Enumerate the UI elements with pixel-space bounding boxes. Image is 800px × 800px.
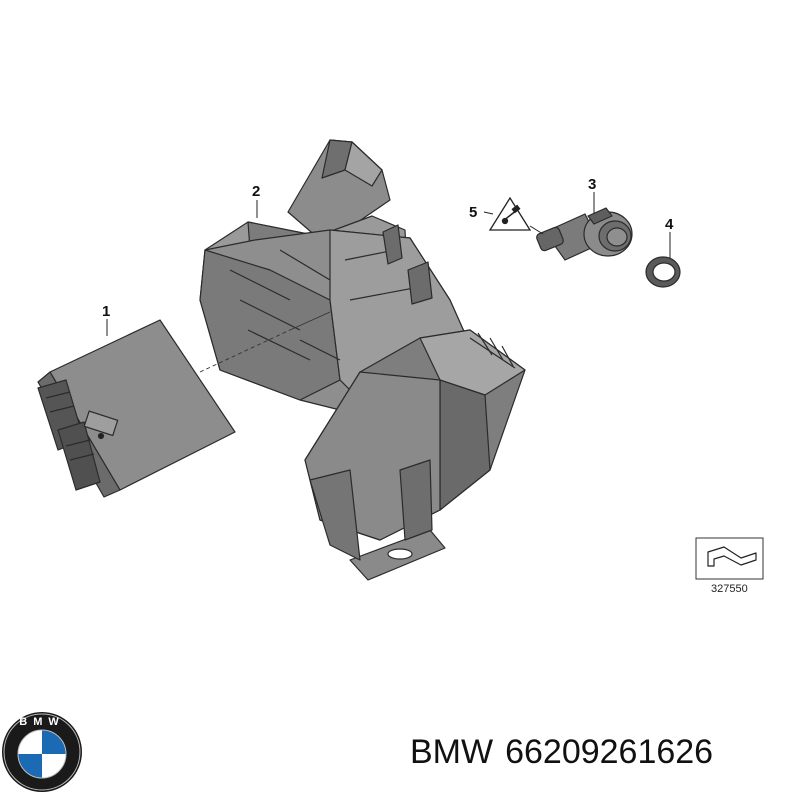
part-caption: BMW 66209261626 xyxy=(410,733,725,772)
reference-number: 327550 xyxy=(711,583,748,595)
caption-brand: BMW xyxy=(410,733,494,771)
callout-3: 3 xyxy=(588,176,596,193)
callout-2: 2 xyxy=(252,183,260,200)
callout-4: 4 xyxy=(665,216,674,233)
callout-5: 5 xyxy=(469,204,477,221)
control-unit-part xyxy=(37,319,236,498)
parking-sensor-part xyxy=(536,207,633,261)
sealing-ring-part xyxy=(645,256,681,288)
bmw-logo-text: BMW xyxy=(19,716,65,728)
caption-part-number: 66209261626 xyxy=(505,733,714,771)
callout-leaders xyxy=(106,192,671,336)
reference-box xyxy=(695,537,764,580)
sensor-leader xyxy=(529,225,544,235)
callout-1: 1 xyxy=(102,303,110,320)
bmw-logo: BMW xyxy=(2,712,82,792)
assembly-lines xyxy=(199,311,331,373)
warning-triangle-icon xyxy=(488,196,532,231)
arrow-symbol-icon xyxy=(707,546,757,567)
callout-leader-5 xyxy=(483,211,494,215)
bracket-holder-part xyxy=(199,139,526,581)
